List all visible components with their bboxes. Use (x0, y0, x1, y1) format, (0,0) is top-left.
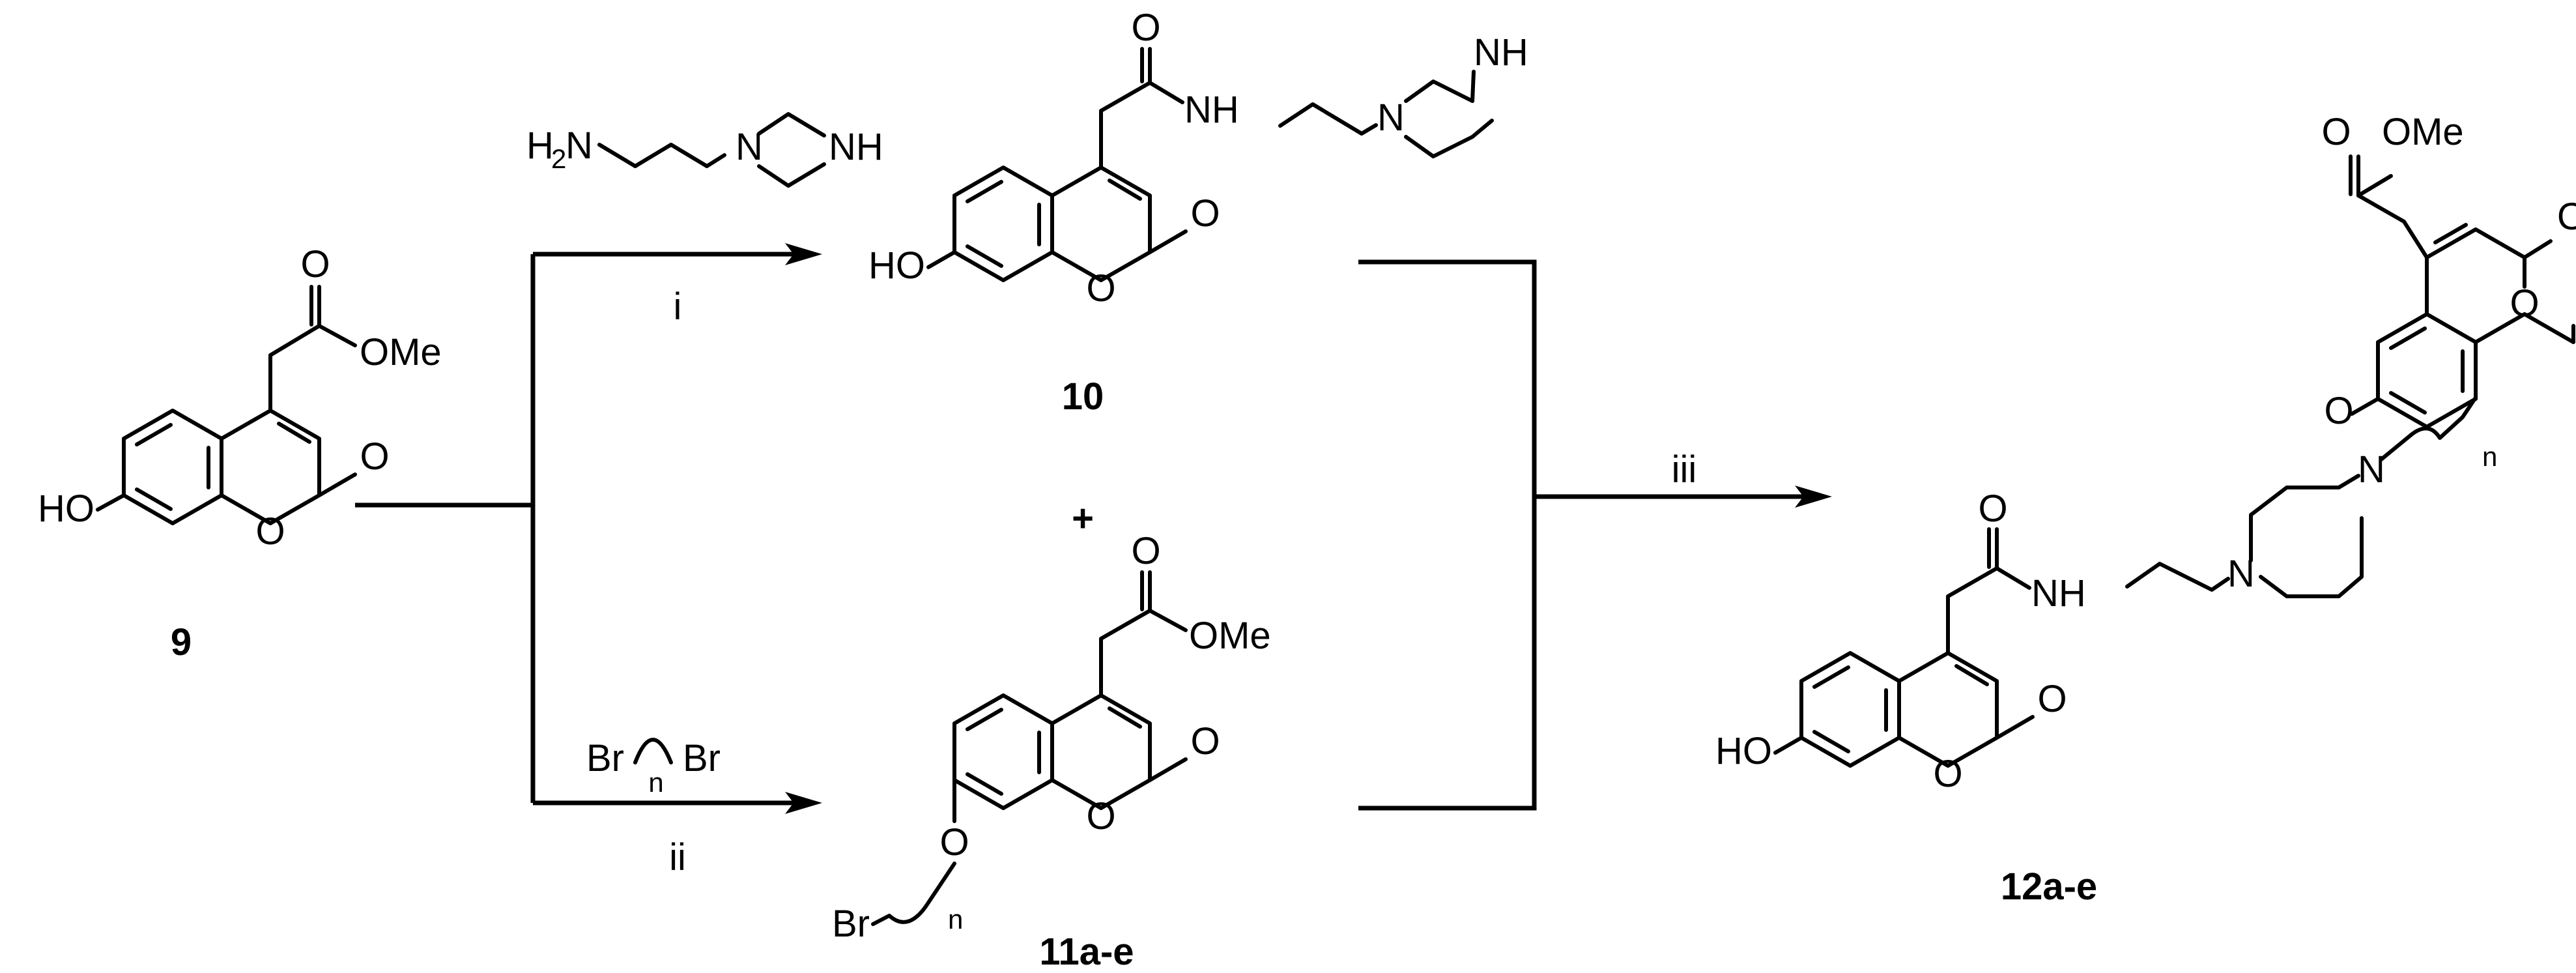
compound-12-ring-oxygen-upper: O (2510, 282, 2539, 325)
compound-10-piperazine-nh: NH (1474, 31, 1528, 74)
compound-9: O O O OMe HO 9 (38, 243, 442, 663)
compound-12-carbonyl-oxygen: O (2037, 678, 2067, 720)
compound-11-carbonyl-oxygen: O (1190, 720, 1220, 762)
amine-subscript-2: 2 (551, 143, 566, 174)
compound-10-carbonyl-oxygen: O (1190, 192, 1220, 235)
compound-10: O O O NH N NH HO 10 (868, 7, 1528, 418)
compound-10-amide-oxygen: O (1131, 7, 1160, 49)
step-iii-label: iii (1672, 448, 1697, 491)
step-ii-label: ii (669, 836, 686, 879)
compound-10-hydroxyl: HO (868, 244, 925, 287)
compound-10-ring-oxygen: O (1086, 267, 1115, 310)
compound-12-piperazine-n-lower: N (2227, 553, 2255, 595)
compound-12-hydroxyl: HO (1715, 730, 1772, 772)
compound-12-amide-nh: NH (2031, 572, 2086, 615)
compound-11-ring-oxygen: O (1086, 795, 1115, 837)
arrow-iii-head (1795, 486, 1832, 508)
arrow-i-head (785, 243, 822, 265)
compound-9-ring-oxygen: O (255, 510, 285, 553)
compound-12-carbonyl-oxygen-upper: O (2557, 196, 2576, 238)
amine-h: H (526, 124, 554, 167)
compound-11-label: 11a-e (1039, 931, 1134, 973)
amine-ring-nh: NH (829, 126, 883, 168)
compound-12: O O O NH N N n O O O O OMe HO 12a-e (1715, 111, 2576, 908)
amine-n: N (565, 124, 593, 167)
compound-12-ring-oxygen: O (1933, 753, 1962, 795)
compound-9-hydroxyl: HO (38, 487, 94, 530)
compound-12-piperazine-n-upper: N (2358, 448, 2385, 491)
dibromide-n-index: n (648, 767, 663, 798)
compound-12-ether-oxygen: O (2324, 390, 2353, 432)
dibromide-br-right: Br (683, 737, 721, 779)
plus-sign: + (1072, 497, 1094, 540)
compound-10-label: 10 (1062, 375, 1104, 418)
compound-11-ether-oxygen: O (939, 821, 969, 864)
reagent-dibromoalkane: Br Br n (586, 737, 721, 798)
compound-11-bromine: Br (832, 903, 870, 945)
branch-arrows: i ii (355, 243, 822, 879)
compound-9-ester-oxygen: O (300, 243, 330, 285)
compound-10-piperazine-n: N (1377, 96, 1405, 139)
compound-12-ome: OMe (2382, 111, 2464, 153)
compound-9-carbonyl-oxygen: O (360, 435, 389, 478)
step-i-label: i (674, 285, 682, 328)
compound-11-n-index: n (948, 904, 963, 935)
compound-12-ester-oxygen: O (2321, 111, 2351, 153)
dibromide-br-left: Br (586, 737, 624, 779)
arrow-ii-head (785, 792, 822, 814)
compound-10-amide-nh: NH (1184, 89, 1239, 131)
compound-11-ester-oxygen: O (1131, 530, 1160, 572)
compound-9-label: 9 (171, 621, 192, 663)
compound-9-ome: OMe (360, 331, 442, 373)
converging-arrow: iii (1358, 259, 1832, 811)
compound-11: O O O OMe O Br n 11a-e (832, 530, 1271, 973)
reagent-aminoethylpiperazine: H 2 N N NH (526, 112, 883, 188)
compound-12-amide-oxygen: O (1978, 487, 2007, 530)
compound-12-label: 12a-e (2001, 865, 2097, 908)
compound-12-n-index: n (2482, 441, 2497, 472)
compound-11-ome: OMe (1189, 615, 1271, 657)
